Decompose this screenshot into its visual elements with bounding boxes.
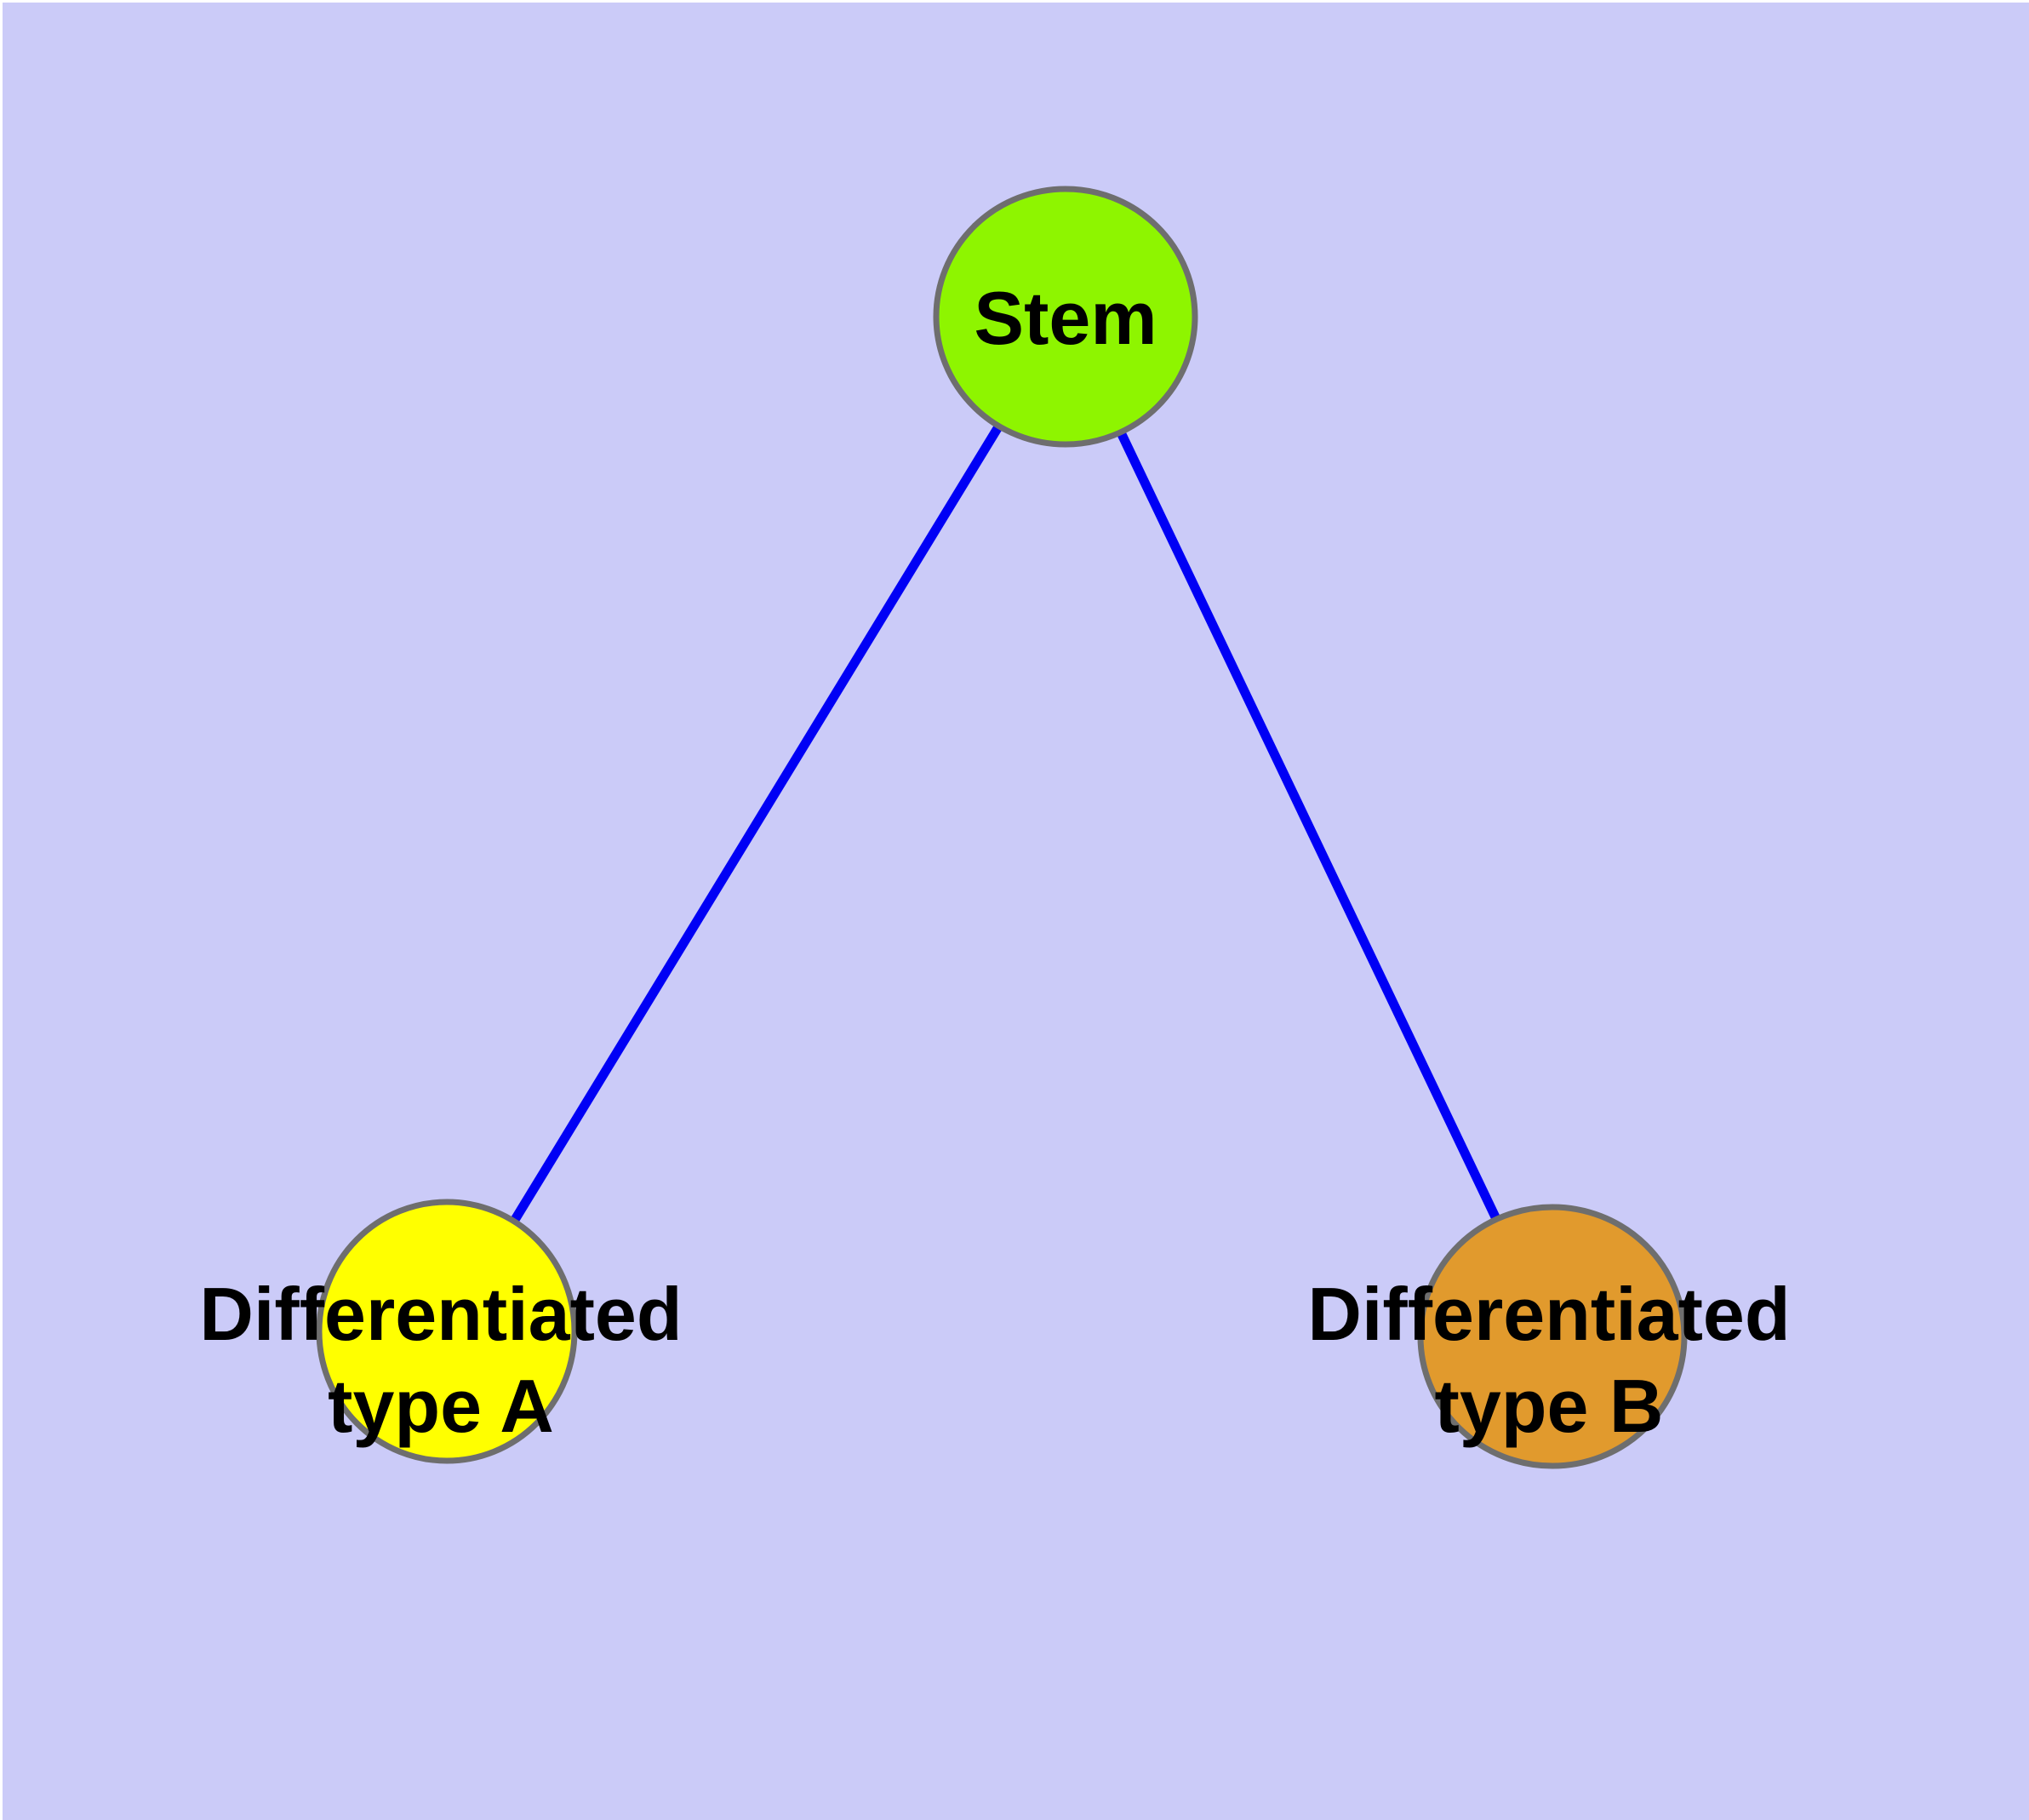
edge-stem-to-typeA	[443, 314, 1070, 1334]
edge-stem-to-typeB	[1061, 314, 1557, 1339]
node-typeB-label-line1: Differentiated	[1307, 1272, 1790, 1356]
node-typeB-label-line2: type B	[1435, 1364, 1664, 1448]
node-differentiated-type-a	[316, 1199, 578, 1464]
node-stem	[933, 186, 1198, 448]
node-differentiated-type-b	[1417, 1204, 1688, 1469]
node-typeA-label-line2: type A	[328, 1364, 554, 1448]
node-typeA-label-line1: Differentiated	[199, 1272, 682, 1356]
node-stem-label: Stem	[974, 276, 1157, 360]
